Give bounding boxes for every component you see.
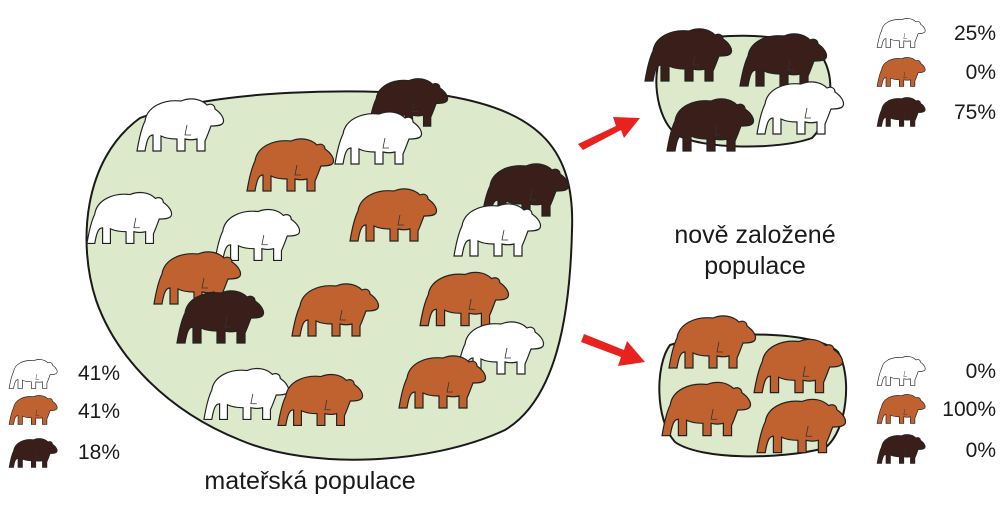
parent-pct-dark: 18% [78,441,148,465]
dark-bear-icon [877,98,925,127]
brown-bear-icon [877,395,925,424]
light-bear-icon [877,357,925,386]
light-bear-icon [877,19,925,48]
dark-bear-icon [877,435,925,464]
parent-population-label: mateřská populace [190,466,430,497]
bottom-pct-brown: 100% [926,398,996,422]
arrow-to-bottom-population [581,334,645,366]
parent-pct-light: 41% [78,362,148,386]
top-legend-icons [877,19,925,127]
top-pct-light: 25% [926,22,996,46]
bottom-pct-light: 0% [926,360,996,384]
top-pct-brown: 0% [926,61,996,85]
arrow-to-top-population [578,117,640,150]
founder-label-line2: populace [660,251,850,282]
parent-legend-icons [9,360,57,468]
light-bear-icon [9,360,57,389]
founder-label-line1: nově založené [660,220,850,251]
top-pct-dark: 75% [926,101,996,125]
parent-pct-brown: 41% [78,400,148,424]
founder-populations-label: nově založené populace [660,220,850,282]
bottom-legend-icons [877,357,925,464]
brown-bear-icon [9,396,57,425]
bottom-pct-dark: 0% [926,439,996,463]
brown-bear-icon [877,58,925,87]
dark-bear-icon [9,439,57,468]
